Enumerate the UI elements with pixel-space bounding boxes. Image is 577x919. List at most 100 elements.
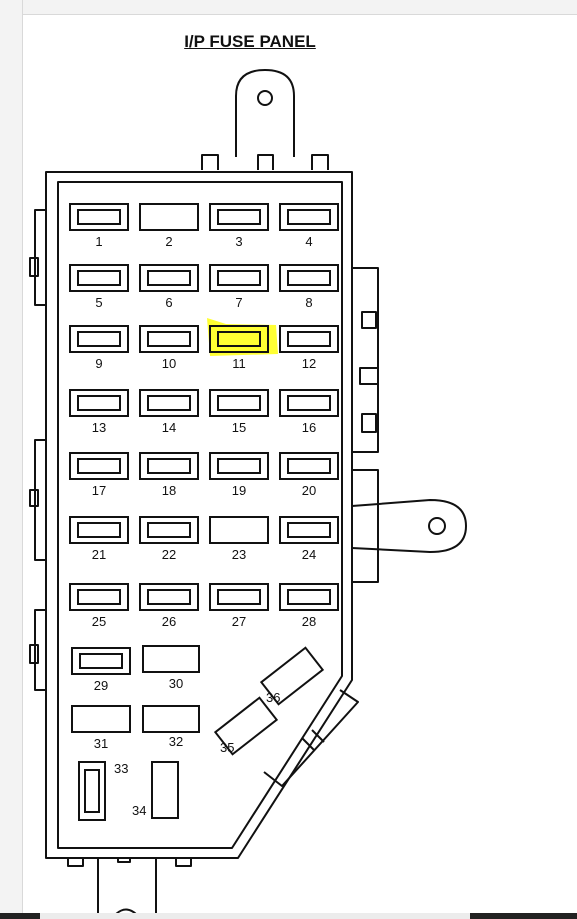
fuse-12-body bbox=[279, 325, 339, 353]
fuse-17-element bbox=[77, 458, 121, 474]
fuse-29-body bbox=[71, 647, 131, 675]
fuse-9-element bbox=[77, 331, 121, 347]
fuse-29-element bbox=[79, 653, 123, 669]
diagram-title: I/P FUSE PANEL bbox=[184, 32, 316, 51]
bottom-connector-arc bbox=[115, 908, 137, 915]
fuse-1-label: 1 bbox=[95, 234, 102, 249]
fuse-32-body bbox=[142, 705, 200, 733]
fuse-12-element bbox=[287, 331, 331, 347]
right-rail-top bbox=[352, 267, 379, 453]
fuse-17-label: 17 bbox=[92, 483, 106, 498]
bottom-clip-right bbox=[175, 858, 192, 867]
fuse-24-label: 24 bbox=[302, 547, 316, 562]
fuse-22-label: 22 bbox=[162, 547, 176, 562]
right-clip-1 bbox=[361, 311, 377, 329]
fuse-6 bbox=[139, 264, 199, 292]
fuse-13-body bbox=[69, 389, 129, 417]
browser-frame-left bbox=[0, 0, 23, 919]
fuse-7-element bbox=[217, 270, 261, 286]
fuse-3-body bbox=[209, 203, 269, 231]
fuse-24-body bbox=[279, 516, 339, 544]
fuse-21 bbox=[69, 516, 129, 544]
fuse-21-label: 21 bbox=[92, 547, 106, 562]
fuse-25-body bbox=[69, 583, 129, 611]
fuse-28-body bbox=[279, 583, 339, 611]
left-clip-top bbox=[29, 257, 39, 277]
fuse-28 bbox=[279, 583, 339, 611]
fuse-24-element bbox=[287, 522, 331, 538]
fuse-4-element bbox=[287, 209, 331, 225]
fuse-20 bbox=[279, 452, 339, 480]
fuse-13 bbox=[69, 389, 129, 417]
fuse-16 bbox=[279, 389, 339, 417]
fuse-1-element bbox=[77, 209, 121, 225]
fuse-10 bbox=[139, 325, 199, 353]
fuse-10-body bbox=[139, 325, 199, 353]
fuse-9-label: 9 bbox=[95, 356, 102, 371]
fuse-15 bbox=[209, 389, 269, 417]
fuse-27 bbox=[209, 583, 269, 611]
fuse-25-label: 25 bbox=[92, 614, 106, 629]
fuse-5-element bbox=[77, 270, 121, 286]
fuse-30-body bbox=[142, 645, 200, 673]
fuse-18-label: 18 bbox=[162, 483, 176, 498]
fuse-5 bbox=[69, 264, 129, 292]
fuse-12 bbox=[279, 325, 339, 353]
fuse-27-element bbox=[217, 589, 261, 605]
fuse-34-body bbox=[151, 761, 179, 819]
fuse-6-body bbox=[139, 264, 199, 292]
bottom-connector bbox=[97, 858, 157, 914]
fuse-14 bbox=[139, 389, 199, 417]
fuse-26 bbox=[139, 583, 199, 611]
fuse-2-body bbox=[139, 203, 199, 231]
fuse-15-label: 15 bbox=[232, 420, 246, 435]
fuse-22 bbox=[139, 516, 199, 544]
fuse-25-element bbox=[77, 589, 121, 605]
fuse-5-body bbox=[69, 264, 129, 292]
fuse-27-label: 27 bbox=[232, 614, 246, 629]
fuse-15-element bbox=[217, 395, 261, 411]
fuse-36-body bbox=[259, 646, 325, 706]
fuse-16-body bbox=[279, 389, 339, 417]
fuse-36-label: 36 bbox=[266, 690, 280, 705]
fuse-6-label: 6 bbox=[165, 295, 172, 310]
fuse-3 bbox=[209, 203, 269, 231]
right-clip-2 bbox=[359, 367, 379, 385]
fuse-1-body bbox=[69, 203, 129, 231]
fuse-35-label: 35 bbox=[220, 740, 234, 755]
bottom-clip-left bbox=[67, 858, 84, 867]
bottom-dark-right bbox=[470, 913, 577, 919]
fuse-3-element bbox=[217, 209, 261, 225]
fuse-11-label: 11 bbox=[232, 356, 246, 371]
panel-housing-outer bbox=[45, 171, 353, 859]
left-rail-bottom bbox=[34, 609, 46, 691]
fuse-2 bbox=[139, 203, 199, 231]
fuse-23 bbox=[209, 516, 269, 544]
fuse-35-body bbox=[213, 696, 279, 756]
top-clip-right bbox=[311, 154, 329, 170]
browser-frame-top bbox=[0, 0, 577, 15]
fuse-33 bbox=[78, 761, 106, 821]
fuse-31-label: 31 bbox=[94, 736, 108, 751]
fuse-14-label: 14 bbox=[162, 420, 176, 435]
fuse-14-body bbox=[139, 389, 199, 417]
bottom-dark-left bbox=[0, 913, 40, 919]
fuse-4 bbox=[279, 203, 339, 231]
fuse-33-body bbox=[78, 761, 106, 821]
fuse-5-label: 5 bbox=[95, 295, 102, 310]
fuse-15-body bbox=[209, 389, 269, 417]
fuse-26-element bbox=[147, 589, 191, 605]
diagonal-connector-inner bbox=[301, 729, 325, 751]
fuse-7-label: 7 bbox=[235, 295, 242, 310]
fuse-26-label: 26 bbox=[162, 614, 176, 629]
fuse-12-label: 12 bbox=[302, 356, 316, 371]
right-mounting-tab bbox=[351, 499, 467, 553]
fuse-19-body bbox=[209, 452, 269, 480]
fuse-14-element bbox=[147, 395, 191, 411]
fuse-19-element bbox=[217, 458, 261, 474]
bottom-clip-center bbox=[117, 858, 131, 863]
fuse-11-body bbox=[209, 325, 269, 353]
fuse-31 bbox=[71, 705, 131, 733]
diagonal-connector bbox=[263, 689, 359, 787]
